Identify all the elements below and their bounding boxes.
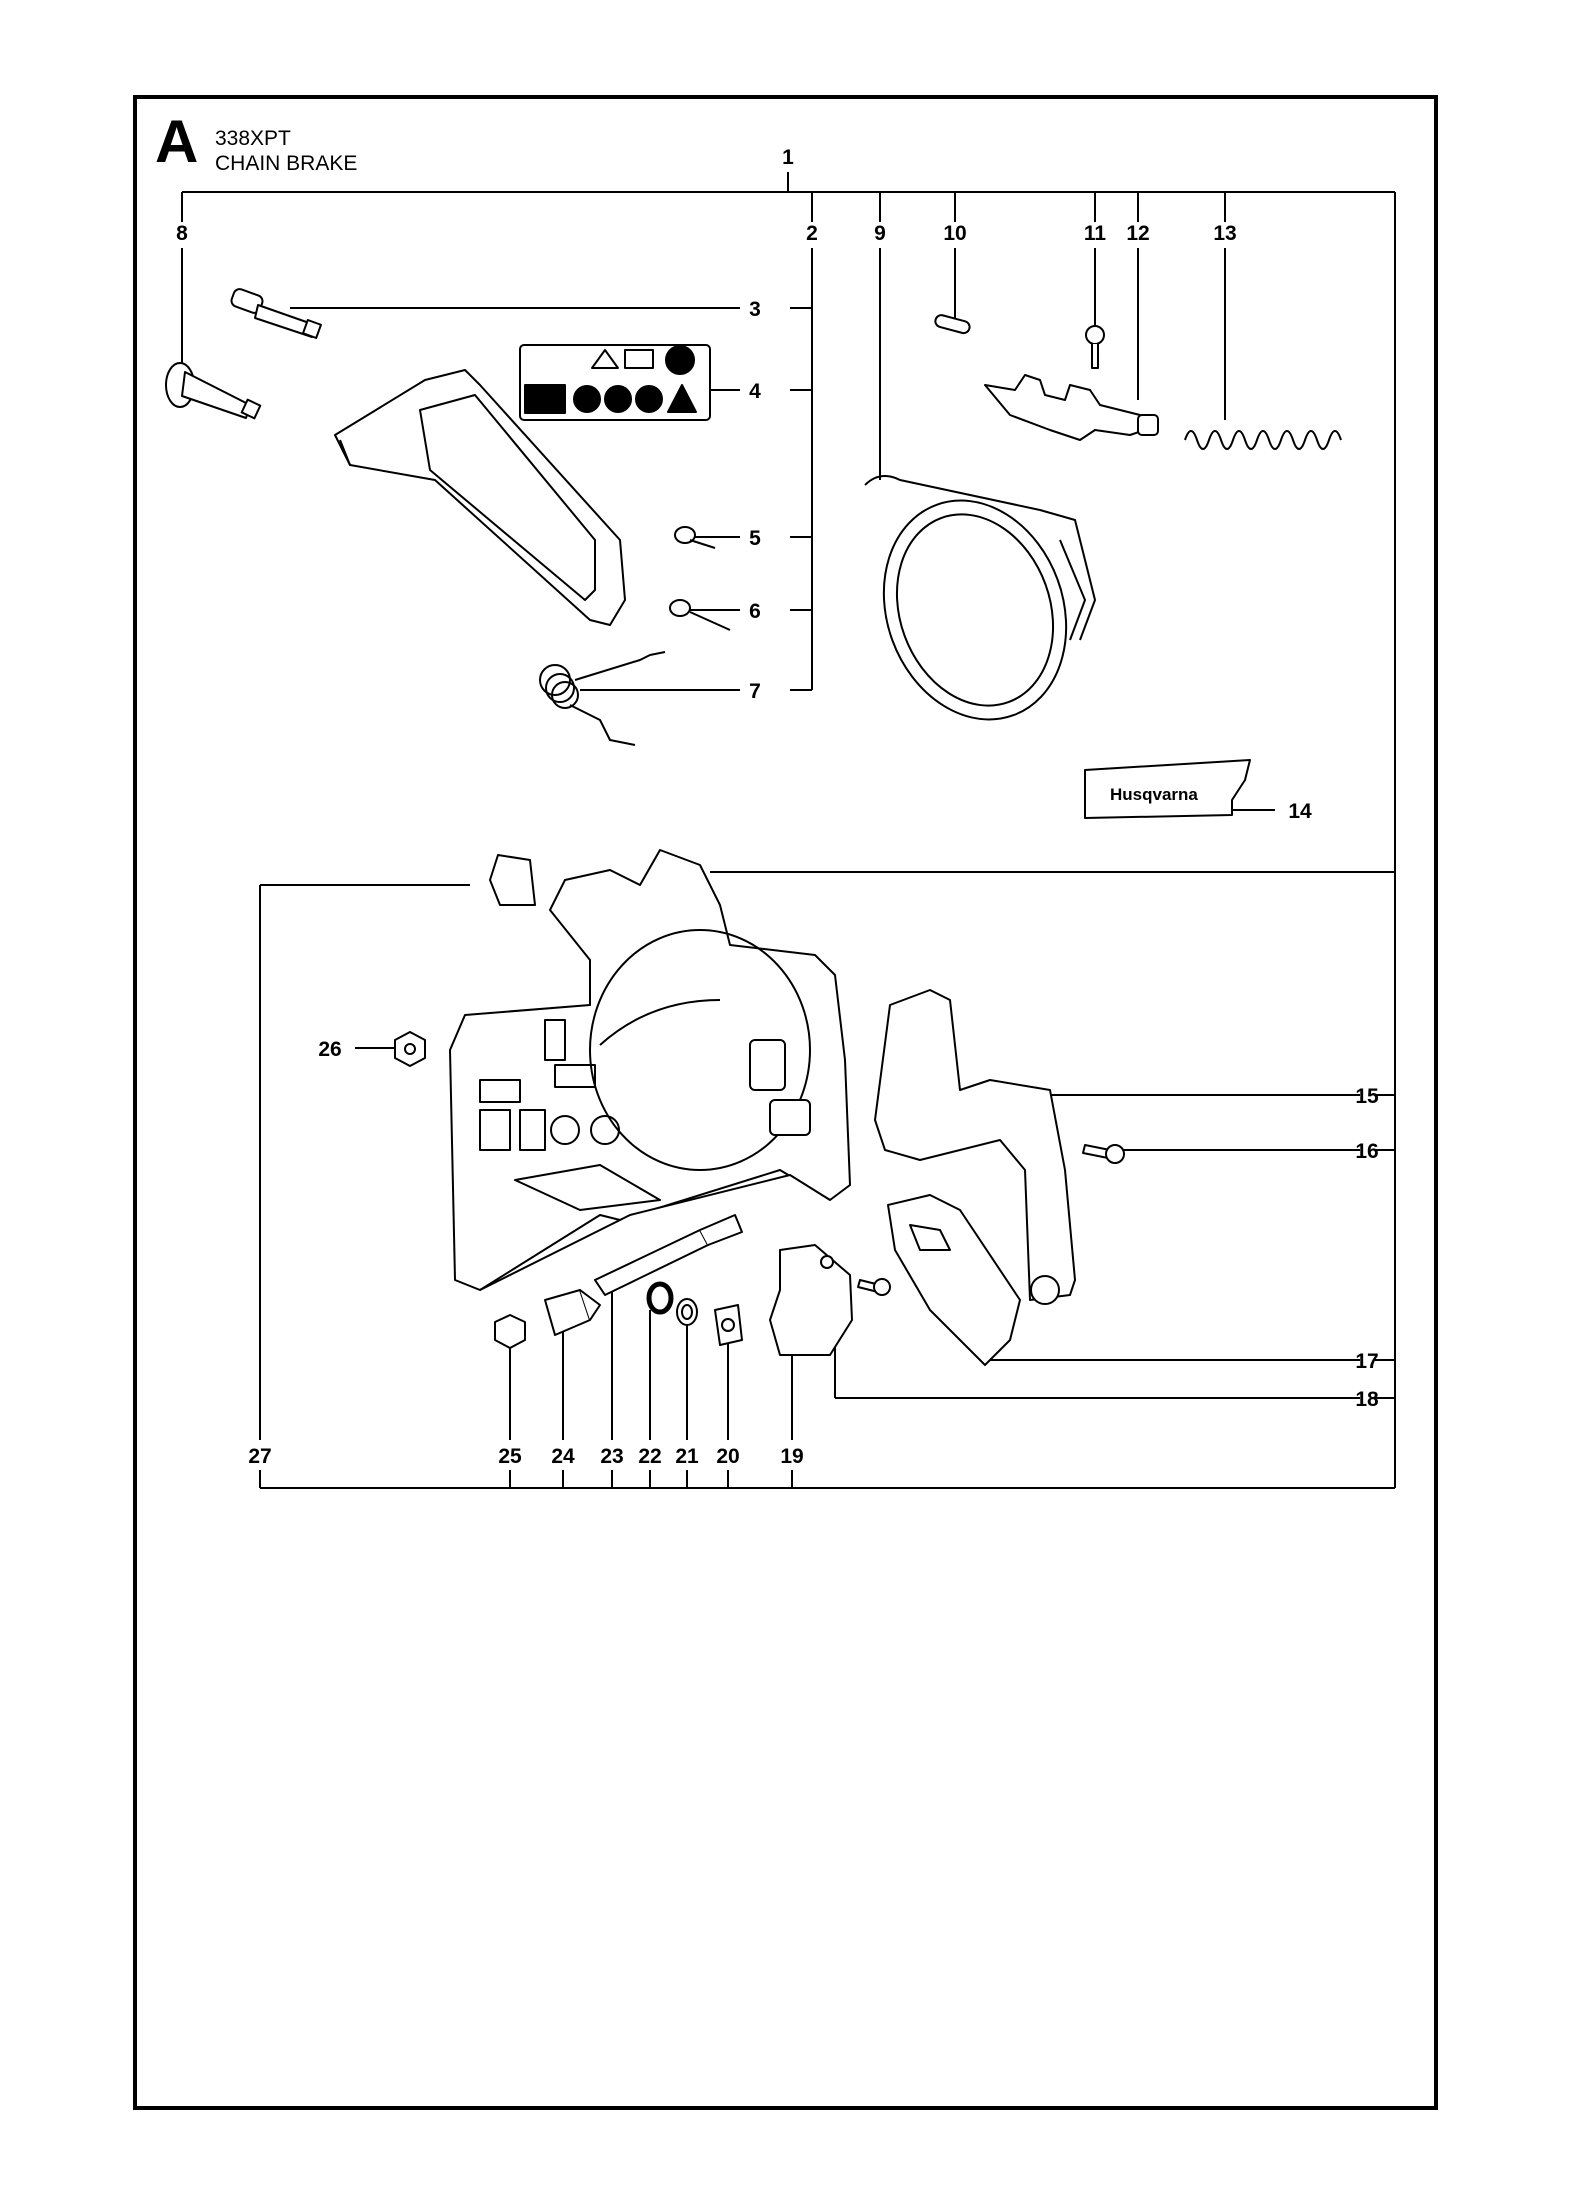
part-9-brake-band-drawing xyxy=(864,475,1096,721)
callout-12: 12 xyxy=(1126,222,1149,245)
leader-lines xyxy=(181,172,1396,1489)
part-13-spring-drawing xyxy=(1184,430,1342,450)
callout-7: 7 xyxy=(749,680,761,703)
part-26-nut-drawing xyxy=(394,1031,426,1067)
callout-14: 14 xyxy=(1288,800,1312,823)
part-7-spring-drawing xyxy=(539,651,666,746)
callout-18: 18 xyxy=(1355,1388,1379,1411)
callout-23: 23 xyxy=(600,1445,623,1468)
callout-17: 17 xyxy=(1355,1350,1378,1373)
callout-9: 9 xyxy=(874,222,886,245)
callout-labels: 1 2 3 4 5 6 7 8 9 10 11 12 13 14 15 16 1… xyxy=(176,146,1379,1468)
callout-3: 3 xyxy=(749,298,761,321)
husqvarna-logo-text: Husqvarna xyxy=(1110,785,1198,804)
diagram-title: CHAIN BRAKE xyxy=(215,152,358,175)
part-8-bolt-drawing xyxy=(165,362,262,420)
part-2-hand-guard-drawing xyxy=(334,369,626,626)
part-27-insert-drawing xyxy=(489,854,536,906)
section-letter: A xyxy=(155,108,199,175)
callout-6: 6 xyxy=(749,600,761,623)
part-24-nut-block-drawing xyxy=(544,1289,601,1336)
callout-20: 20 xyxy=(716,1445,739,1468)
part-20-gear-drawing xyxy=(714,1304,743,1346)
part-14-logo-decal-drawing xyxy=(1084,759,1251,819)
model-name: 338XPT xyxy=(215,127,291,150)
part-12-lever-drawing xyxy=(984,374,1159,441)
part-27-housing-drawing xyxy=(449,849,851,1291)
callout-1: 1 xyxy=(782,146,794,169)
part-19-cover-drawing xyxy=(769,1244,853,1356)
callout-27: 27 xyxy=(248,1445,271,1468)
callout-24: 24 xyxy=(551,1445,575,1468)
callout-10: 10 xyxy=(943,222,966,245)
part-11-screw-drawing xyxy=(1085,325,1105,369)
part-4-decal-drawing xyxy=(519,344,711,421)
callout-16: 16 xyxy=(1355,1140,1378,1163)
callout-25: 25 xyxy=(498,1445,522,1468)
callout-21: 21 xyxy=(675,1445,699,1468)
part-17-plate-drawing xyxy=(887,1194,1021,1366)
part-10-pin-drawing xyxy=(934,314,971,335)
part-22-o-ring-drawing xyxy=(646,1281,674,1315)
callout-2: 2 xyxy=(806,222,818,245)
part-5-clip-drawing xyxy=(674,526,716,549)
part-21-washer-drawing xyxy=(676,1298,698,1326)
callout-5: 5 xyxy=(749,527,761,550)
part-3-pin-drawing xyxy=(230,288,322,339)
part-drawings: Husqvarna xyxy=(165,288,1342,1366)
part-16-screw-drawing xyxy=(1082,1144,1125,1164)
part-6-clip-drawing xyxy=(669,599,731,631)
part-15-plate-drawing xyxy=(874,989,1076,1305)
callout-4: 4 xyxy=(749,380,761,403)
callout-26: 26 xyxy=(318,1038,341,1061)
part-23-adjusting-screw-drawing xyxy=(594,1214,743,1296)
callout-22: 22 xyxy=(638,1445,661,1468)
callout-13: 13 xyxy=(1213,222,1236,245)
callout-19: 19 xyxy=(780,1445,803,1468)
callout-8: 8 xyxy=(176,222,188,245)
callout-15: 15 xyxy=(1355,1085,1379,1108)
callout-11: 11 xyxy=(1084,222,1107,245)
page-frame xyxy=(133,95,1438,2110)
part-25-nut-drawing xyxy=(494,1314,526,1349)
part-18-screw-drawing xyxy=(857,1278,891,1296)
